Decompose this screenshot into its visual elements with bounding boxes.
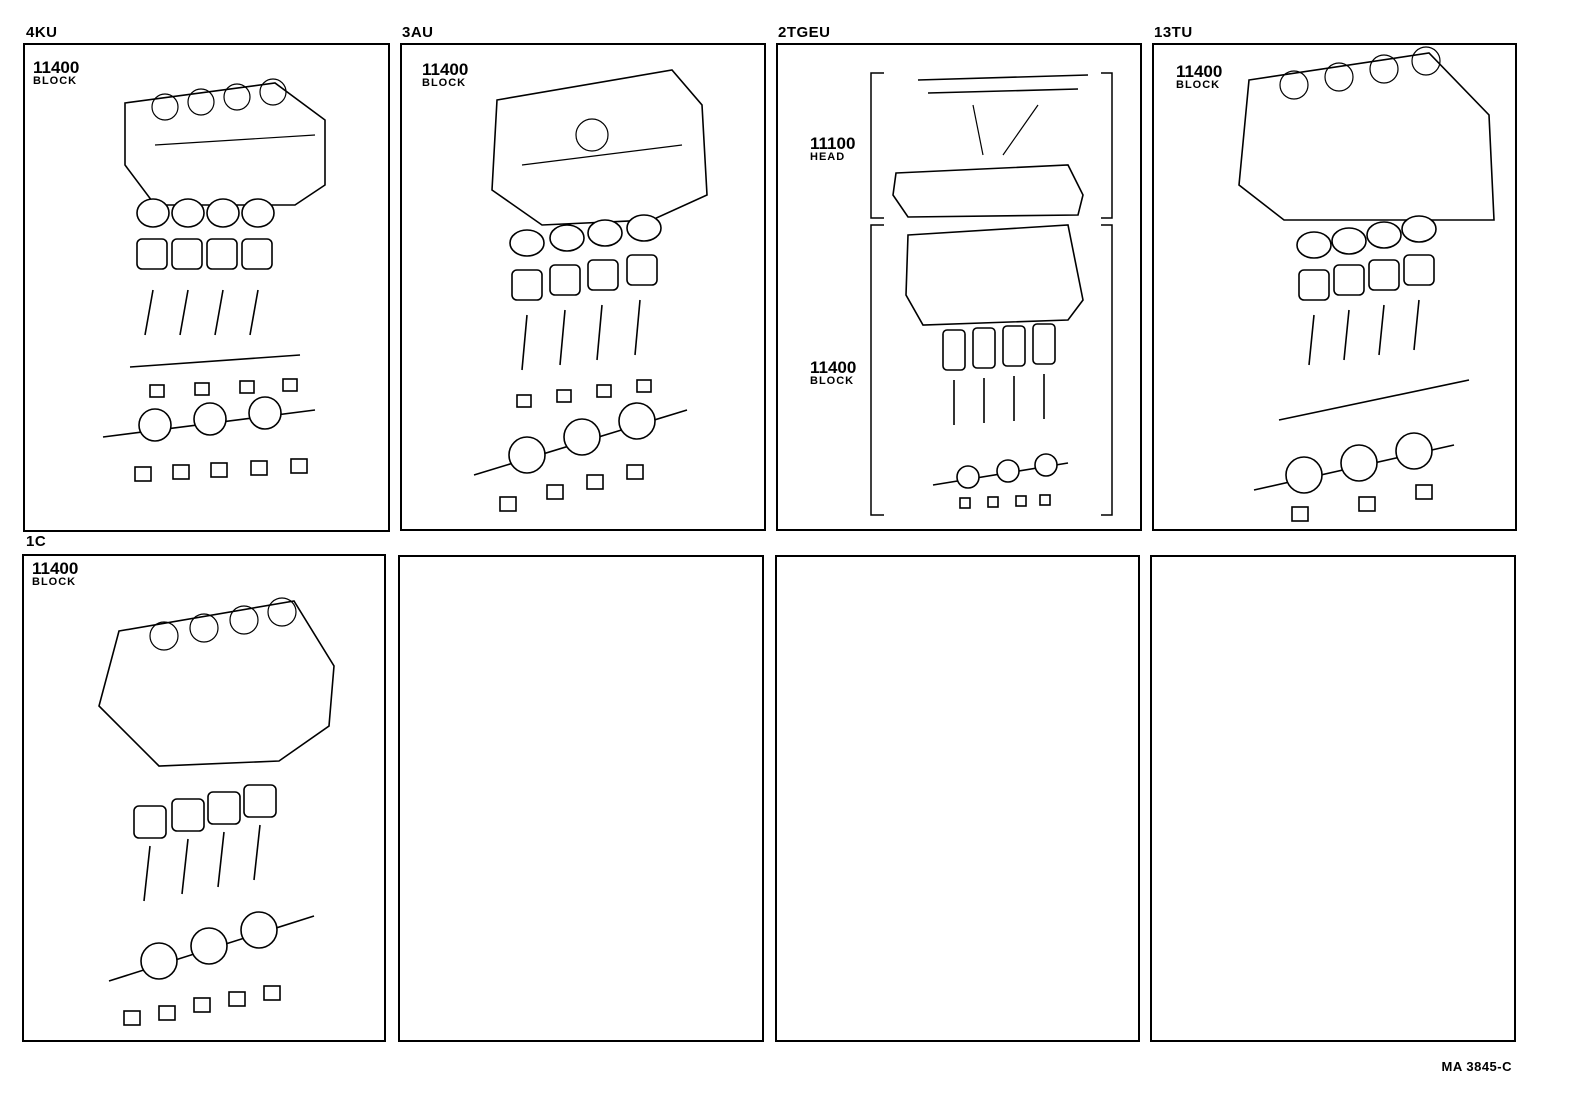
panel-1c: 11400 BLOCK [22,554,386,1042]
piston-rings-drawing [509,214,662,257]
main-bearings-drawing [959,494,1051,509]
pistons-drawing [511,254,658,301]
part-name: BLOCK [33,75,78,87]
part-name: BLOCK [1176,79,1221,91]
part-code: 11400 [1176,62,1223,81]
camshaft-drawing [1278,379,1470,421]
part-code: 11400 [32,559,79,578]
figure-code: MA 3845-C [1441,1059,1512,1074]
engine-label-13tu: 13TU [1154,24,1193,41]
main-bearings-drawing [1291,484,1433,522]
main-bearings-drawing [123,985,281,1026]
main-bearings-drawing [134,458,308,482]
cylinder-block-drawing [1238,46,1495,221]
cylinder-head-drawing [892,164,1084,218]
part-code: 11400 [33,58,80,77]
crankshaft-drawing [1253,432,1455,494]
crankshaft-drawing [932,453,1069,489]
panel-2tgeu: 11100 HEAD 11400 BLOCK [776,43,1142,531]
crankshaft-drawing [102,396,316,442]
engine-label-1c: 1C [26,533,47,550]
engine-label-4ku: 4KU [26,24,58,41]
pistons-drawing [133,784,277,839]
pistons-drawing [136,238,273,270]
piston-rings-drawing [1296,215,1437,259]
piston-rings-drawing [136,198,275,228]
engine-illustration-2tgeu [870,72,1113,516]
part-name: BLOCK [32,576,77,588]
bearings-drawing [516,379,652,408]
bearings-drawing [149,378,298,398]
panel-empty-2 [775,555,1140,1042]
engine-illustration-1c [98,597,335,1026]
cylinder-block-drawing [98,597,335,767]
engine-illustration-13tu [1238,46,1495,522]
panel-13tu: 11400 BLOCK [1152,43,1517,531]
cylinder-block-drawing [491,69,708,226]
part-name-block: BLOCK [810,375,855,387]
pistons-drawing [942,323,1056,371]
panel-empty-3 [1150,555,1516,1042]
panel-4ku: 11400 BLOCK [23,43,390,532]
engine-label-2tgeu: 2TGEU [778,24,831,41]
engine-illustration-4ku [102,78,326,482]
part-code: 11400 [422,60,469,79]
main-bearings-drawing [499,464,644,512]
part-name: BLOCK [422,77,467,89]
camshafts-drawing [917,74,1089,94]
connecting-rods-drawing [953,374,1045,425]
block-bracket [870,224,1113,516]
part-name-head: HEAD [810,151,846,163]
pistons-drawing [1298,254,1435,301]
connecting-rods-drawing [144,289,259,336]
head-bracket [870,72,1113,219]
camshaft-drawing [129,354,301,368]
cylinder-block-drawing [124,78,326,206]
panel-3au: 11400 BLOCK [400,43,766,531]
cylinder-block-drawing [905,224,1084,326]
valves-drawing [972,104,1039,156]
part-code-head: 11100 [810,134,856,153]
engine-label-3au: 3AU [402,24,434,41]
crankshaft-drawing [473,402,688,476]
crankshaft-drawing [108,911,315,982]
connecting-rods-drawing [521,299,641,371]
panel-empty-1 [398,555,764,1042]
connecting-rods-drawing [143,824,261,902]
connecting-rods-drawing [1308,299,1420,366]
part-code-block: 11400 [810,358,857,377]
engine-illustration-3au [473,69,708,512]
